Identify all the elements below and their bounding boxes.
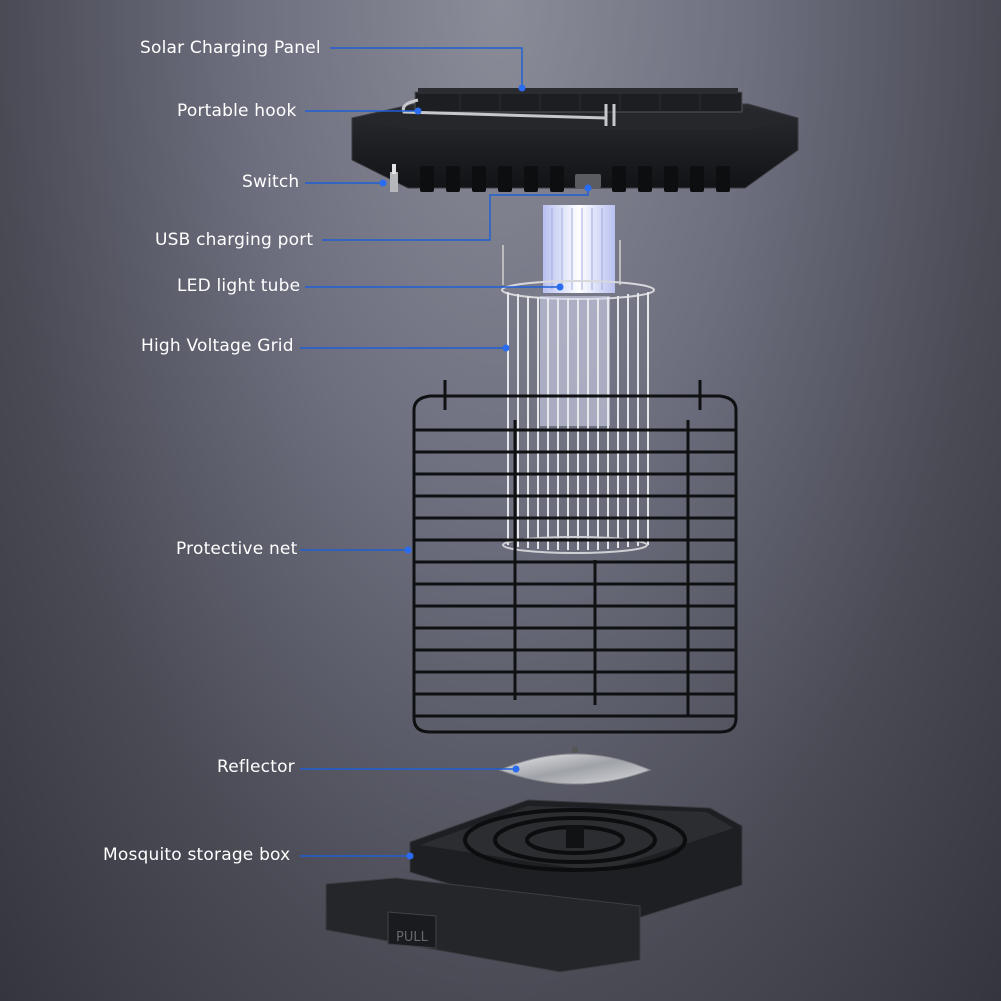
protective-net-label: Protective net [176,539,298,559]
reflector [498,747,652,785]
storage-box-label: Mosquito storage box [103,845,291,865]
usb-port-label: USB charging port [155,230,314,250]
switch-label: Switch [242,172,300,192]
portable-hook-label: Portable hook [177,101,297,121]
reflector-label: Reflector [217,757,295,777]
led-tube-label: LED light tube [177,276,301,296]
high-voltage-grid [501,280,655,554]
callout-lines [300,47,592,860]
mosquito-storage-box: PULL [325,799,743,973]
solar-panel [414,88,743,113]
switch [390,164,398,192]
led-light-tube [502,205,621,293]
pull-label: PULL [396,930,429,945]
vent-fins [420,166,730,192]
protective-net [412,380,738,734]
solar-panel-label: Solar Charging Panel [140,38,321,58]
hv-grid-label: High Voltage Grid [141,336,294,356]
portable-hook [401,98,616,126]
